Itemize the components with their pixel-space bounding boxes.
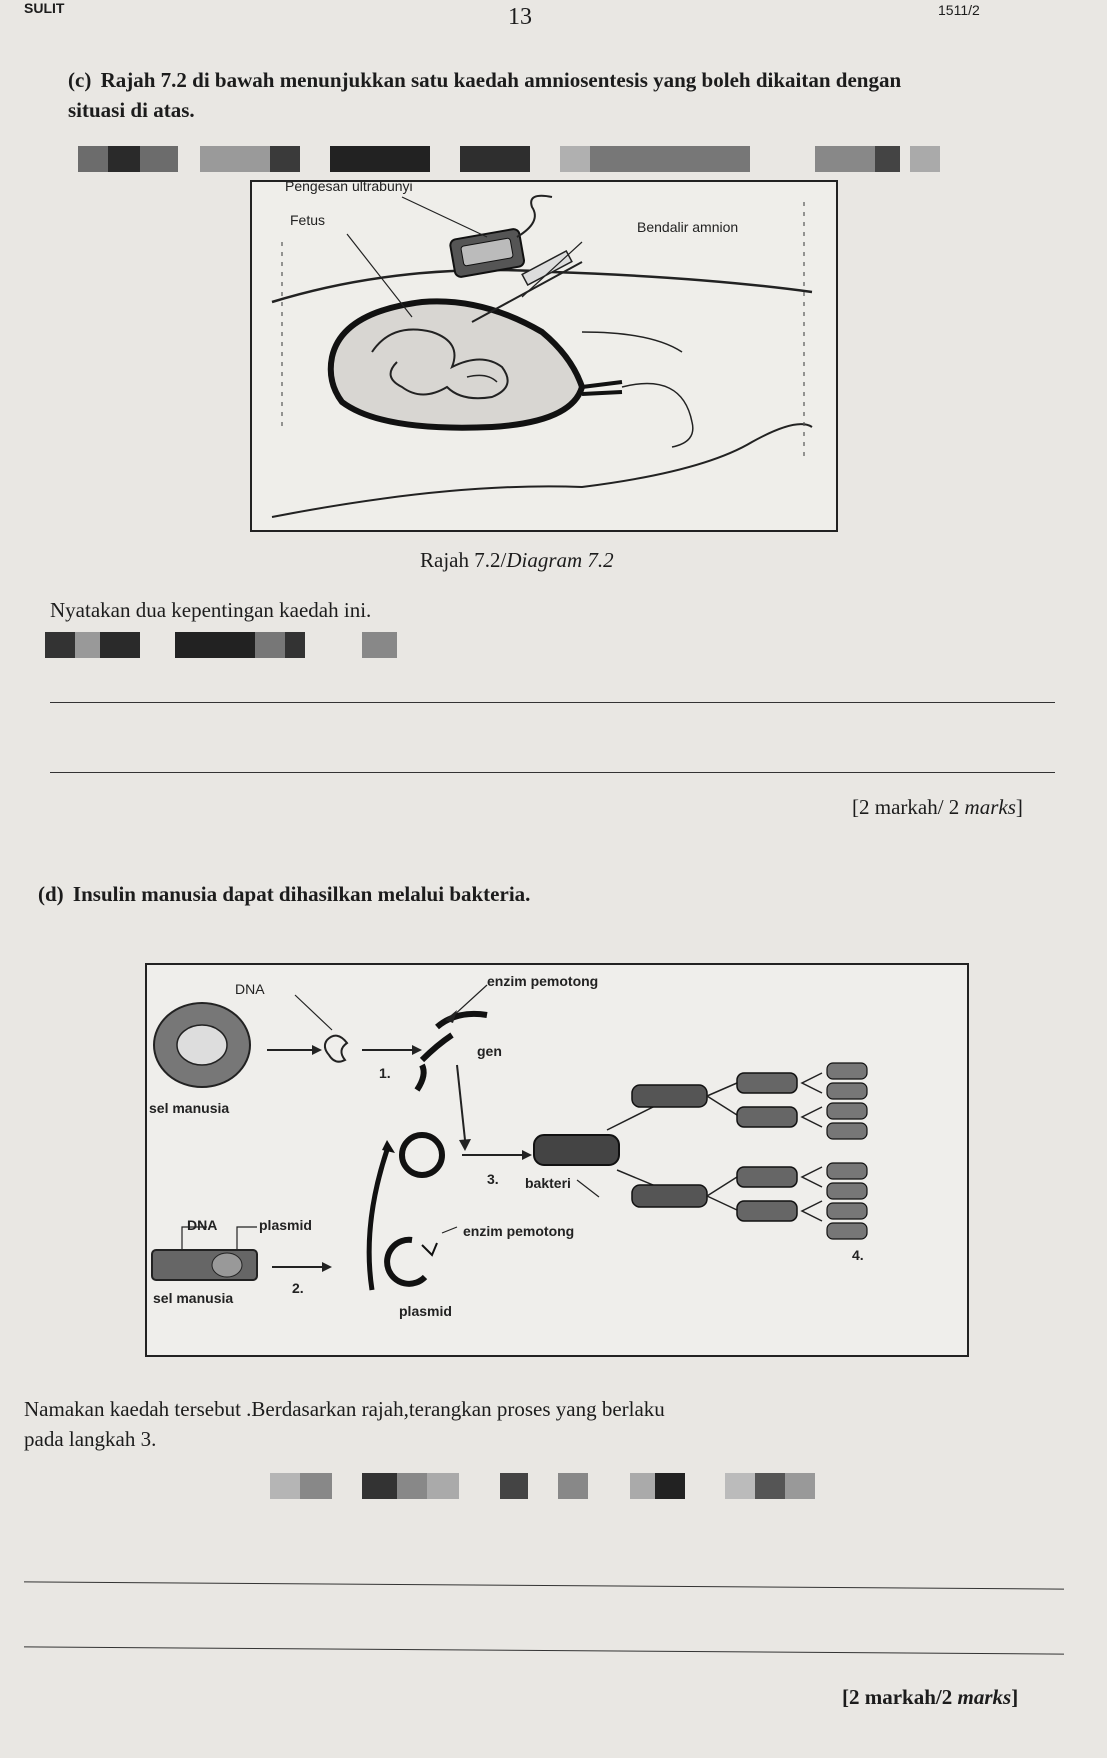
label-step2: 2. — [292, 1280, 304, 1296]
redacted-block — [362, 632, 397, 658]
redacted-block — [285, 632, 305, 658]
question-d-prompt-line2: pada langkah 3. — [24, 1427, 157, 1451]
amniocentesis-illustration — [271, 194, 813, 518]
label-dna-top: DNA — [235, 981, 265, 997]
redacted-block — [175, 632, 255, 658]
insulin-illustration — [151, 984, 868, 1291]
redacted-block — [75, 632, 100, 658]
label-gen: gen — [477, 1043, 502, 1059]
label-dna-bottom: DNA — [187, 1217, 218, 1233]
label-enzim-bottom: enzim pemotong — [463, 1223, 575, 1239]
redacted-block — [500, 1473, 528, 1499]
label-step4: 4. — [852, 1247, 864, 1263]
question-c-marks: [2 markah/ 2 marks] — [852, 795, 1023, 819]
label-bakteri: bakteri — [525, 1175, 571, 1191]
redacted-block — [875, 146, 900, 172]
redacted-block — [785, 1473, 815, 1499]
redacted-block — [255, 632, 285, 658]
question-d-line: Insulin manusia dapat dihasilkan melalui… — [72, 882, 531, 906]
label-step1: 1. — [379, 1065, 391, 1081]
redacted-block — [590, 146, 750, 172]
question-c-label: (c) — [68, 68, 92, 92]
question-d-prompt-line1: Namakan kaedah tersebut .Berdasarkan raj… — [24, 1397, 665, 1421]
redacted-block — [100, 632, 140, 658]
redacted-block — [397, 1473, 427, 1499]
redacted-block — [45, 632, 75, 658]
redacted-block — [655, 1473, 685, 1499]
redacted-block — [200, 146, 270, 172]
header-sulit: SULIT — [24, 0, 65, 16]
label-probe: Pengesan ultrabunyi — [285, 178, 413, 194]
question-c-line1: Rajah 7.2 di bawah menunjukkan satu kaed… — [100, 68, 902, 92]
answer-line[interactable] — [24, 1581, 1064, 1590]
question-d-marks: [2 markah/2 marks] — [842, 1685, 1019, 1709]
paper-code: 1511/2 — [938, 2, 980, 18]
redacted-block — [330, 146, 430, 172]
label-sel-manusia-bottom: sel manusia — [153, 1290, 234, 1306]
label-sel-manusia-top: sel manusia — [149, 1100, 230, 1116]
question-c-line2: situasi di atas. — [68, 98, 195, 122]
redacted-block — [755, 1473, 785, 1499]
redacted-block — [815, 146, 875, 172]
redacted-block — [560, 146, 590, 172]
question-c-text: (c) Rajah 7.2 di bawah menunjukkan satu … — [68, 66, 1078, 94]
label-amnion: Bendalir amnion — [637, 219, 739, 235]
answer-line[interactable] — [50, 702, 1055, 703]
question-d-label: (d) — [38, 882, 64, 906]
redacted-block — [270, 146, 300, 172]
redacted-block — [558, 1473, 588, 1499]
redacted-block — [460, 146, 530, 172]
question-d-text: (d) Insulin manusia dapat dihasilkan mel… — [38, 880, 938, 908]
redacted-block — [300, 1473, 332, 1499]
redacted-block — [630, 1473, 655, 1499]
answer-line[interactable] — [50, 772, 1055, 773]
answer-line[interactable] — [24, 1646, 1064, 1655]
redacted-block — [362, 1473, 397, 1499]
diagram-7-2-caption: Rajah 7.2/Diagram 7.2 — [420, 548, 614, 572]
label-plasmid-bottom: plasmid — [399, 1303, 452, 1319]
amniocentesis-diagram: Pengesan ultrabunyi Fetus Bendalir amnio… — [250, 178, 838, 532]
label-enzim-top: enzim pemotong — [487, 973, 599, 989]
redacted-block — [427, 1473, 459, 1499]
label-fetus: Fetus — [290, 212, 326, 228]
redacted-block — [108, 146, 140, 172]
redacted-block — [725, 1473, 755, 1499]
page-number: 13 — [508, 4, 532, 30]
redacted-block — [910, 146, 940, 172]
question-c-prompt: Nyatakan dua kepentingan kaedah ini. — [50, 598, 372, 622]
insulin-process-diagram: DNA enzim pemotong gen 1. sel manusia 3.… — [145, 963, 969, 1357]
label-step3: 3. — [487, 1171, 499, 1187]
label-plasmid: plasmid — [259, 1217, 312, 1233]
